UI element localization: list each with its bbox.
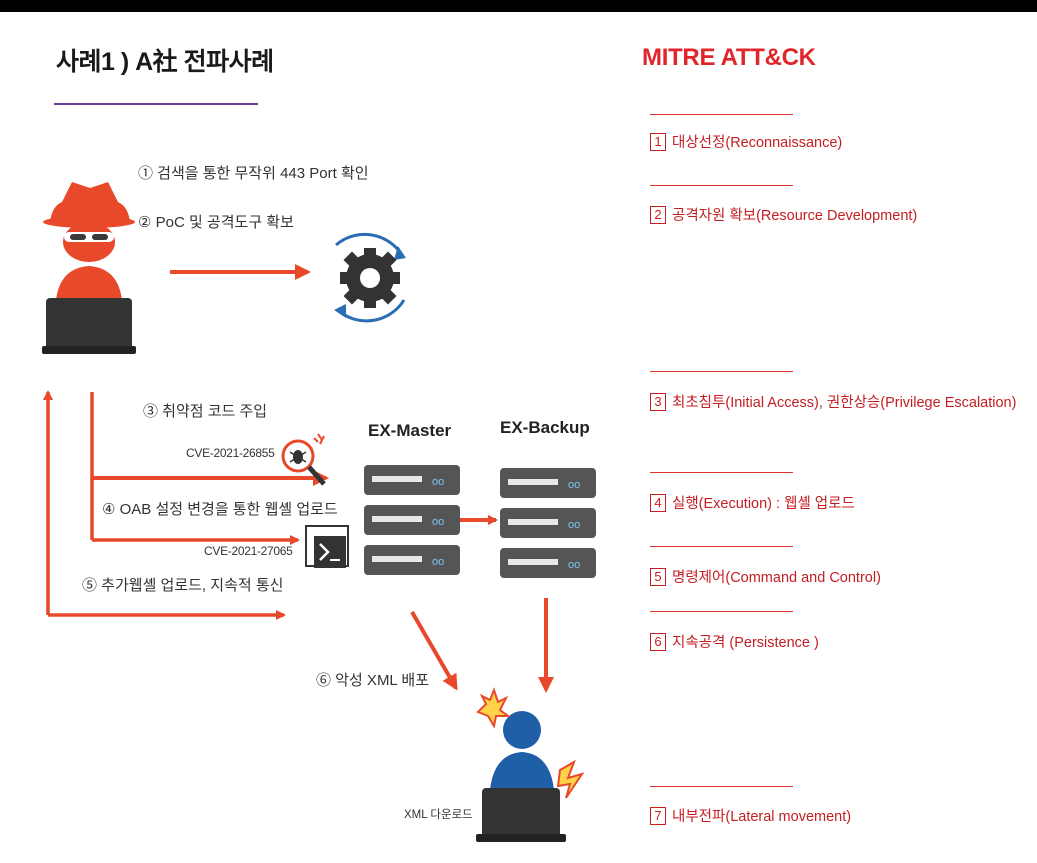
page-title: 사례1 ) A社 전파사례 bbox=[56, 48, 274, 76]
step-6-text: ⑥ 악성 XML 배포 bbox=[316, 672, 429, 689]
mitre-divider bbox=[650, 185, 793, 186]
hacker-icon bbox=[42, 182, 136, 354]
mitre-item-number: 5 bbox=[650, 567, 666, 586]
mitre-divider bbox=[650, 546, 793, 547]
svg-text:oo: oo bbox=[432, 516, 444, 528]
mitre-item-label: 내부전파(Lateral movement) bbox=[672, 809, 852, 825]
mitre-item-number: 1 bbox=[650, 132, 666, 151]
title-underline bbox=[54, 103, 258, 105]
step-2-text: ② PoC 및 공격도구 확보 bbox=[138, 214, 294, 231]
mitre-item-label: 최초침투(Initial Access), 권한상승(Privilege Esc… bbox=[672, 395, 1017, 411]
step-3-text: ③ 취약점 코드 주입 bbox=[143, 403, 268, 420]
mitre-item-number: 7 bbox=[650, 806, 666, 825]
mitre-divider bbox=[650, 114, 793, 115]
bug-magnifier-icon bbox=[281, 433, 326, 486]
svg-text:oo: oo bbox=[568, 519, 580, 531]
step-5-text: ⑤ 추가웹셸 업로드, 지속적 통신 bbox=[82, 577, 284, 594]
mitre-item-6: 6 지속공격 (Persistence ) bbox=[650, 631, 819, 652]
mitre-item-label: 공격자원 확보(Resource Development) bbox=[672, 208, 918, 224]
mitre-divider bbox=[650, 472, 793, 473]
mitre-item-label: 대상선정(Reconnaissance) bbox=[672, 135, 843, 151]
server-label-backup: EX-Backup bbox=[500, 418, 590, 437]
svg-text:oo: oo bbox=[568, 559, 580, 571]
server-label-master: EX-Master bbox=[368, 421, 452, 440]
mitre-item-1: 1 대상선정(Reconnaissance) bbox=[650, 131, 842, 152]
mitre-item-3: 3 최초침투(Initial Access), 권한상승(Privilege E… bbox=[650, 391, 1016, 412]
mitre-item-label: 실행(Execution) : 웹셸 업로드 bbox=[672, 496, 855, 512]
server-icon-backup: oo oo oo bbox=[500, 468, 596, 578]
mitre-item-number: 3 bbox=[650, 392, 666, 411]
cve-label-2: CVE-2021-27065 bbox=[204, 544, 293, 558]
mitre-item-4: 4 실행(Execution) : 웹셸 업로드 bbox=[650, 492, 855, 513]
victim-user-icon bbox=[476, 711, 566, 842]
mitre-divider bbox=[650, 786, 793, 787]
mitre-item-number: 2 bbox=[650, 205, 666, 224]
mitre-divider bbox=[650, 611, 793, 612]
mitre-item-2: 2 공격자원 확보(Resource Development) bbox=[650, 204, 917, 225]
top-bar bbox=[0, 0, 1037, 12]
svg-text:oo: oo bbox=[432, 476, 444, 488]
mitre-item-label: 지속공격 (Persistence ) bbox=[672, 635, 819, 651]
mitre-item-5: 5 명령제어(Command and Control) bbox=[650, 566, 881, 587]
mitre-item-label: 명령제어(Command and Control) bbox=[672, 570, 881, 586]
mitre-divider bbox=[650, 371, 793, 372]
step-1-text: ① 검색을 통한 무작위 443 Port 확인 bbox=[138, 165, 369, 182]
gear-cycle-icon bbox=[334, 232, 406, 323]
terminal-icon bbox=[305, 525, 349, 568]
mitre-item-7: 7 내부전파(Lateral movement) bbox=[650, 805, 851, 826]
burst-icon bbox=[476, 687, 511, 729]
mitre-title: MITRE ATT&CK bbox=[642, 44, 816, 71]
lightning-icon bbox=[556, 759, 585, 799]
server-icon-master: oo oo oo bbox=[364, 465, 460, 575]
svg-text:oo: oo bbox=[432, 556, 444, 568]
step-4-text: ④ OAB 설정 변경을 통한 웹셸 업로드 bbox=[102, 501, 338, 518]
svg-text:oo: oo bbox=[568, 479, 580, 491]
victim-label: XML 다운로드 bbox=[404, 809, 473, 821]
mitre-item-number: 4 bbox=[650, 493, 666, 512]
cve-label-1: CVE-2021-26855 bbox=[186, 446, 275, 460]
mitre-item-number: 6 bbox=[650, 632, 666, 651]
